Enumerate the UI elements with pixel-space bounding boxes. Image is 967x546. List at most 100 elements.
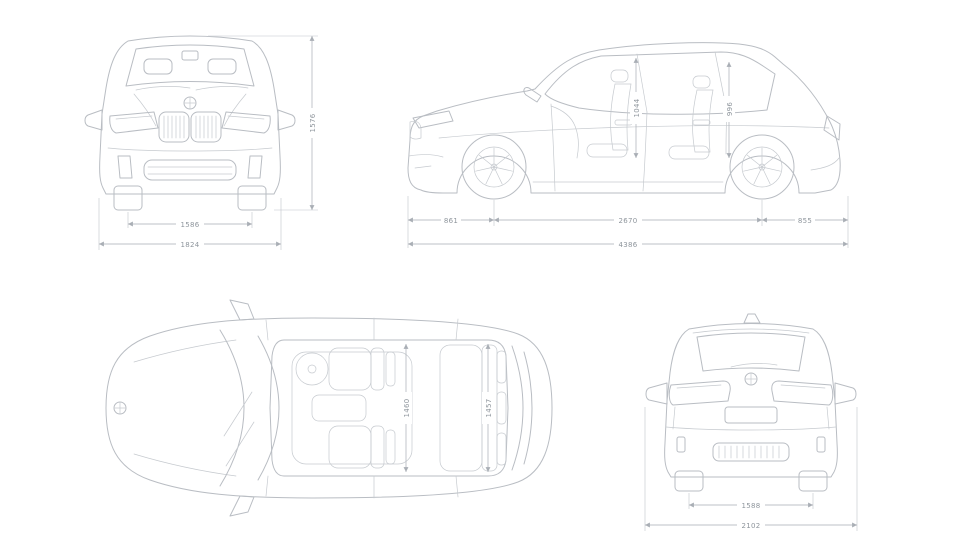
side-view-drawing: 1044 996 861 2670 855 4386 <box>407 42 849 249</box>
rear-headrest-1 <box>496 350 507 384</box>
steering-wheel <box>295 352 329 386</box>
rear-tire-right <box>798 470 828 492</box>
top-silhouette <box>105 317 553 499</box>
rear-seat-headrest <box>692 75 711 89</box>
rear-view-drawing: 1588 2102 <box>644 313 858 531</box>
rear-seat-backrest <box>692 89 714 153</box>
front-tire-left <box>113 185 143 211</box>
front-seat-top-backrest <box>370 347 385 391</box>
rear-dimensions: 1588 2102 <box>644 407 858 531</box>
top-view-drawing: 1460 1457 <box>105 299 553 517</box>
corner-inlet-left <box>117 155 133 179</box>
front-seat-bottom-backrest <box>370 425 385 469</box>
kidney-grille-left <box>158 111 190 143</box>
top-car-body <box>105 299 553 517</box>
rear-headrest-2 <box>496 391 507 425</box>
reflector-right <box>816 436 826 453</box>
dashboard-line <box>550 105 579 159</box>
intake-slats <box>147 166 233 175</box>
front-rim <box>473 146 515 188</box>
side-taillight <box>823 115 841 141</box>
left-mirror-icon <box>84 109 103 131</box>
windshield-top-arc <box>257 335 280 481</box>
dim-overall-height: 1576 <box>309 113 317 132</box>
dim-front-overhang: 861 <box>444 217 458 225</box>
side-interior-seats <box>586 69 714 160</box>
front-tire-right <box>237 185 267 211</box>
front-seat-cushion <box>586 143 628 158</box>
side-headlight <box>412 110 454 129</box>
headlight-left <box>109 111 159 134</box>
panorama-roof <box>291 351 413 465</box>
dim-wheelbase: 2670 <box>618 217 637 225</box>
dim-front-interior-width: 1460 <box>403 398 411 417</box>
front-seat-backrest <box>610 83 632 151</box>
headlight-detail <box>115 115 265 120</box>
top-mirror-upper-icon <box>229 299 255 321</box>
taillight-detail <box>676 384 826 389</box>
character-line <box>438 125 830 139</box>
rear-rim <box>741 146 783 188</box>
wipers <box>135 86 249 91</box>
pillars <box>636 51 728 113</box>
steering-hub <box>307 364 317 374</box>
rear-car-body <box>645 313 857 492</box>
rear-seat-cushion <box>668 145 710 160</box>
dim-front-interior-height: 1044 <box>633 98 641 117</box>
door-handle-rear <box>692 119 711 126</box>
front-spokes <box>475 147 513 185</box>
top-mirror-lower-icon <box>229 495 255 517</box>
front-view-drawing: 1576 1586 1824 <box>84 35 318 250</box>
front-seat-bottom-headrest <box>385 429 396 465</box>
top-wipers <box>223 391 255 467</box>
front-seat-headrest <box>610 69 629 83</box>
top-dimensions: 1460 1457 <box>400 344 494 472</box>
license-plate-recess <box>724 406 778 424</box>
right-mirror-icon <box>277 109 296 131</box>
grille-slats <box>163 115 217 139</box>
glasshouse <box>544 51 776 115</box>
rear-spokes <box>743 147 781 185</box>
side-mirror-icon <box>523 87 542 103</box>
dim-overall-length: 4386 <box>618 241 637 249</box>
rear-bumper-crease <box>665 426 837 431</box>
center-console <box>311 394 367 422</box>
dim-rear-interior-width: 1457 <box>485 398 493 417</box>
shark-fin-antenna-icon <box>743 313 761 324</box>
dim-rear-overhang: 855 <box>798 217 812 225</box>
rear-headrest-3 <box>496 432 507 466</box>
rear-wheel <box>729 134 795 200</box>
taillight-right <box>771 380 834 406</box>
dim-width-incl-mirrors: 2102 <box>741 522 760 530</box>
rear-bumper-line <box>810 157 840 171</box>
tailgate-seams <box>672 406 830 430</box>
diffuser-slats <box>718 445 780 459</box>
roundel-cross <box>183 96 197 110</box>
lower-intake <box>143 159 237 181</box>
interior-mirror <box>181 50 199 61</box>
corner-inlet-right <box>247 155 263 179</box>
front-dimensions: 1576 1586 1824 <box>98 35 318 250</box>
door-handle-front <box>614 119 633 126</box>
dim-rear-interior-height: 996 <box>726 102 734 117</box>
front-silhouette <box>99 35 281 195</box>
kidney-grille-right <box>190 111 222 143</box>
windshield <box>125 44 255 87</box>
rear-mirror-right-icon <box>834 382 857 405</box>
windshield-cowl-arc <box>219 329 245 487</box>
rear-silhouette <box>664 323 838 478</box>
rear-window <box>696 332 806 372</box>
headlight-right <box>221 111 271 134</box>
taillight-left <box>668 380 731 406</box>
front-seat-bottom-cushion <box>328 425 372 469</box>
spoiler-line <box>692 328 810 334</box>
dim-overall-width: 1824 <box>180 241 199 249</box>
front-wheel <box>461 134 527 200</box>
top-door-seams <box>265 317 459 499</box>
hood-crease-lines <box>133 339 237 477</box>
roundel-hood-cross <box>113 401 127 415</box>
rear-tire-left <box>674 470 704 492</box>
side-car-body <box>407 42 841 200</box>
dim-rear-track: 1588 <box>741 502 760 510</box>
